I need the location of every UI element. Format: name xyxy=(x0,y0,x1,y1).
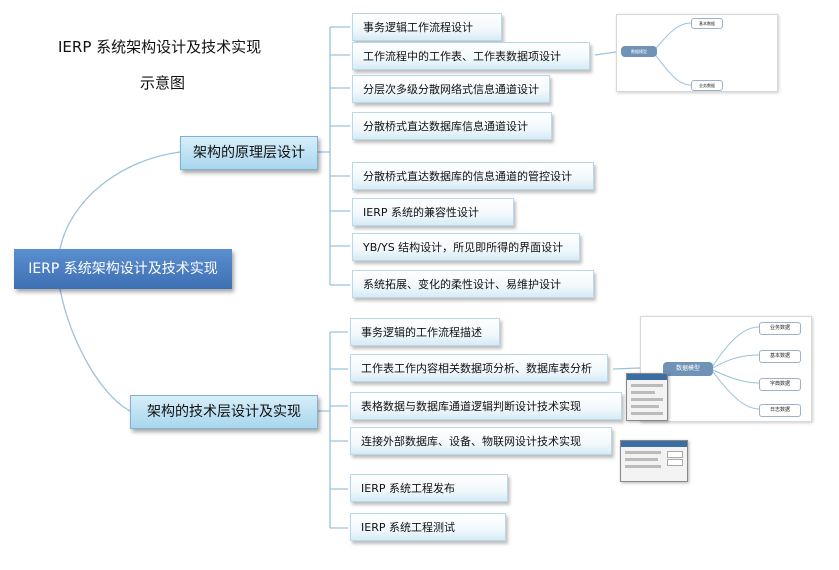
node-flexibility-maintenance-design[interactable]: 系统拓展、变化的柔性设计、易维护设计 xyxy=(352,270,594,298)
thumb-top-leaf-1: 基本数据 xyxy=(691,18,723,29)
thumb-bottom-leaf-3: 字典数据 xyxy=(759,378,801,391)
node-worksheet-data-item-design[interactable]: 工作流程中的工作表、工作表数据项设计 xyxy=(352,42,590,70)
data-model-thumbnail-top: 数据模型 基本数据 业务数据 xyxy=(616,14,778,92)
diagram-title-line2: 示意图 xyxy=(140,74,186,92)
node-system-testing[interactable]: IERP 系统工程测试 xyxy=(350,513,506,541)
node-yb-ys-ui-design[interactable]: YB/YS 结构设计，所见即所得的界面设计 xyxy=(352,233,580,261)
thumb-bottom-leaf-2: 基本数据 xyxy=(759,350,801,363)
node-layered-network-channel-design[interactable]: 分层次多级分散网络式信息通道设计 xyxy=(352,75,550,103)
thumb-top-center: 数据模型 xyxy=(621,46,657,57)
node-worksheet-data-analysis[interactable]: 工作表工作内容相关数据项分析、数据库表分析 xyxy=(350,354,608,382)
branch-principle-layer[interactable]: 架构的原理层设计 xyxy=(180,136,318,170)
thumb-bottom-link xyxy=(612,367,641,370)
dialog-button-ok xyxy=(667,451,683,458)
node-external-device-iot-connection[interactable]: 连接外部数据库、设备、物联网设计技术实现 xyxy=(350,427,612,455)
thumb-bottom-leaf-1: 业务数据 xyxy=(759,322,801,335)
data-model-thumbnail-bottom: 数据模型 业务数据 基本数据 字典数据 日志数据 xyxy=(640,316,812,422)
node-business-logic-workflow-description[interactable]: 事务逻辑的工作流程描述 xyxy=(350,318,500,346)
root-node[interactable]: IERP 系统架构设计及技术实现 xyxy=(14,249,232,289)
branch-2-bracket xyxy=(318,331,348,529)
dialog-screenshot-thumbnail xyxy=(620,440,688,482)
root-to-branch-1 xyxy=(59,151,181,250)
thumb-bottom-center: 数据模型 xyxy=(663,362,713,376)
form-screenshot-thumbnail xyxy=(626,373,668,421)
node-bridge-database-channel-design[interactable]: 分散桥式直达数据库信息通道设计 xyxy=(352,112,552,140)
diagram-title-line1: IERP 系统架构设计及技术实现 xyxy=(58,38,262,56)
node-system-release[interactable]: IERP 系统工程发布 xyxy=(350,474,508,502)
node-business-logic-workflow-design[interactable]: 事务逻辑工作流程设计 xyxy=(352,13,502,41)
node-table-data-channel-logic[interactable]: 表格数据与数据库通道逻辑判断设计技术实现 xyxy=(350,392,622,420)
form-window-titlebar xyxy=(627,374,667,380)
dialog-window-titlebar xyxy=(621,441,687,447)
node-bridge-channel-control-design[interactable]: 分散桥式直达数据库的信息通道的管控设计 xyxy=(352,162,594,190)
thumb-bottom-leaf-4: 日志数据 xyxy=(759,404,801,417)
root-to-branch-2 xyxy=(59,288,131,412)
branch-1-bracket xyxy=(318,26,350,286)
dialog-button-cancel xyxy=(667,459,683,466)
node-compatibility-design[interactable]: IERP 系统的兼容性设计 xyxy=(352,198,514,226)
branch-technical-layer[interactable]: 架构的技术层设计及实现 xyxy=(130,395,318,429)
thumb-top-leaf-2: 业务数据 xyxy=(691,80,723,91)
thumb-bottom-links xyxy=(710,326,760,410)
thumb-top-link xyxy=(594,51,617,56)
